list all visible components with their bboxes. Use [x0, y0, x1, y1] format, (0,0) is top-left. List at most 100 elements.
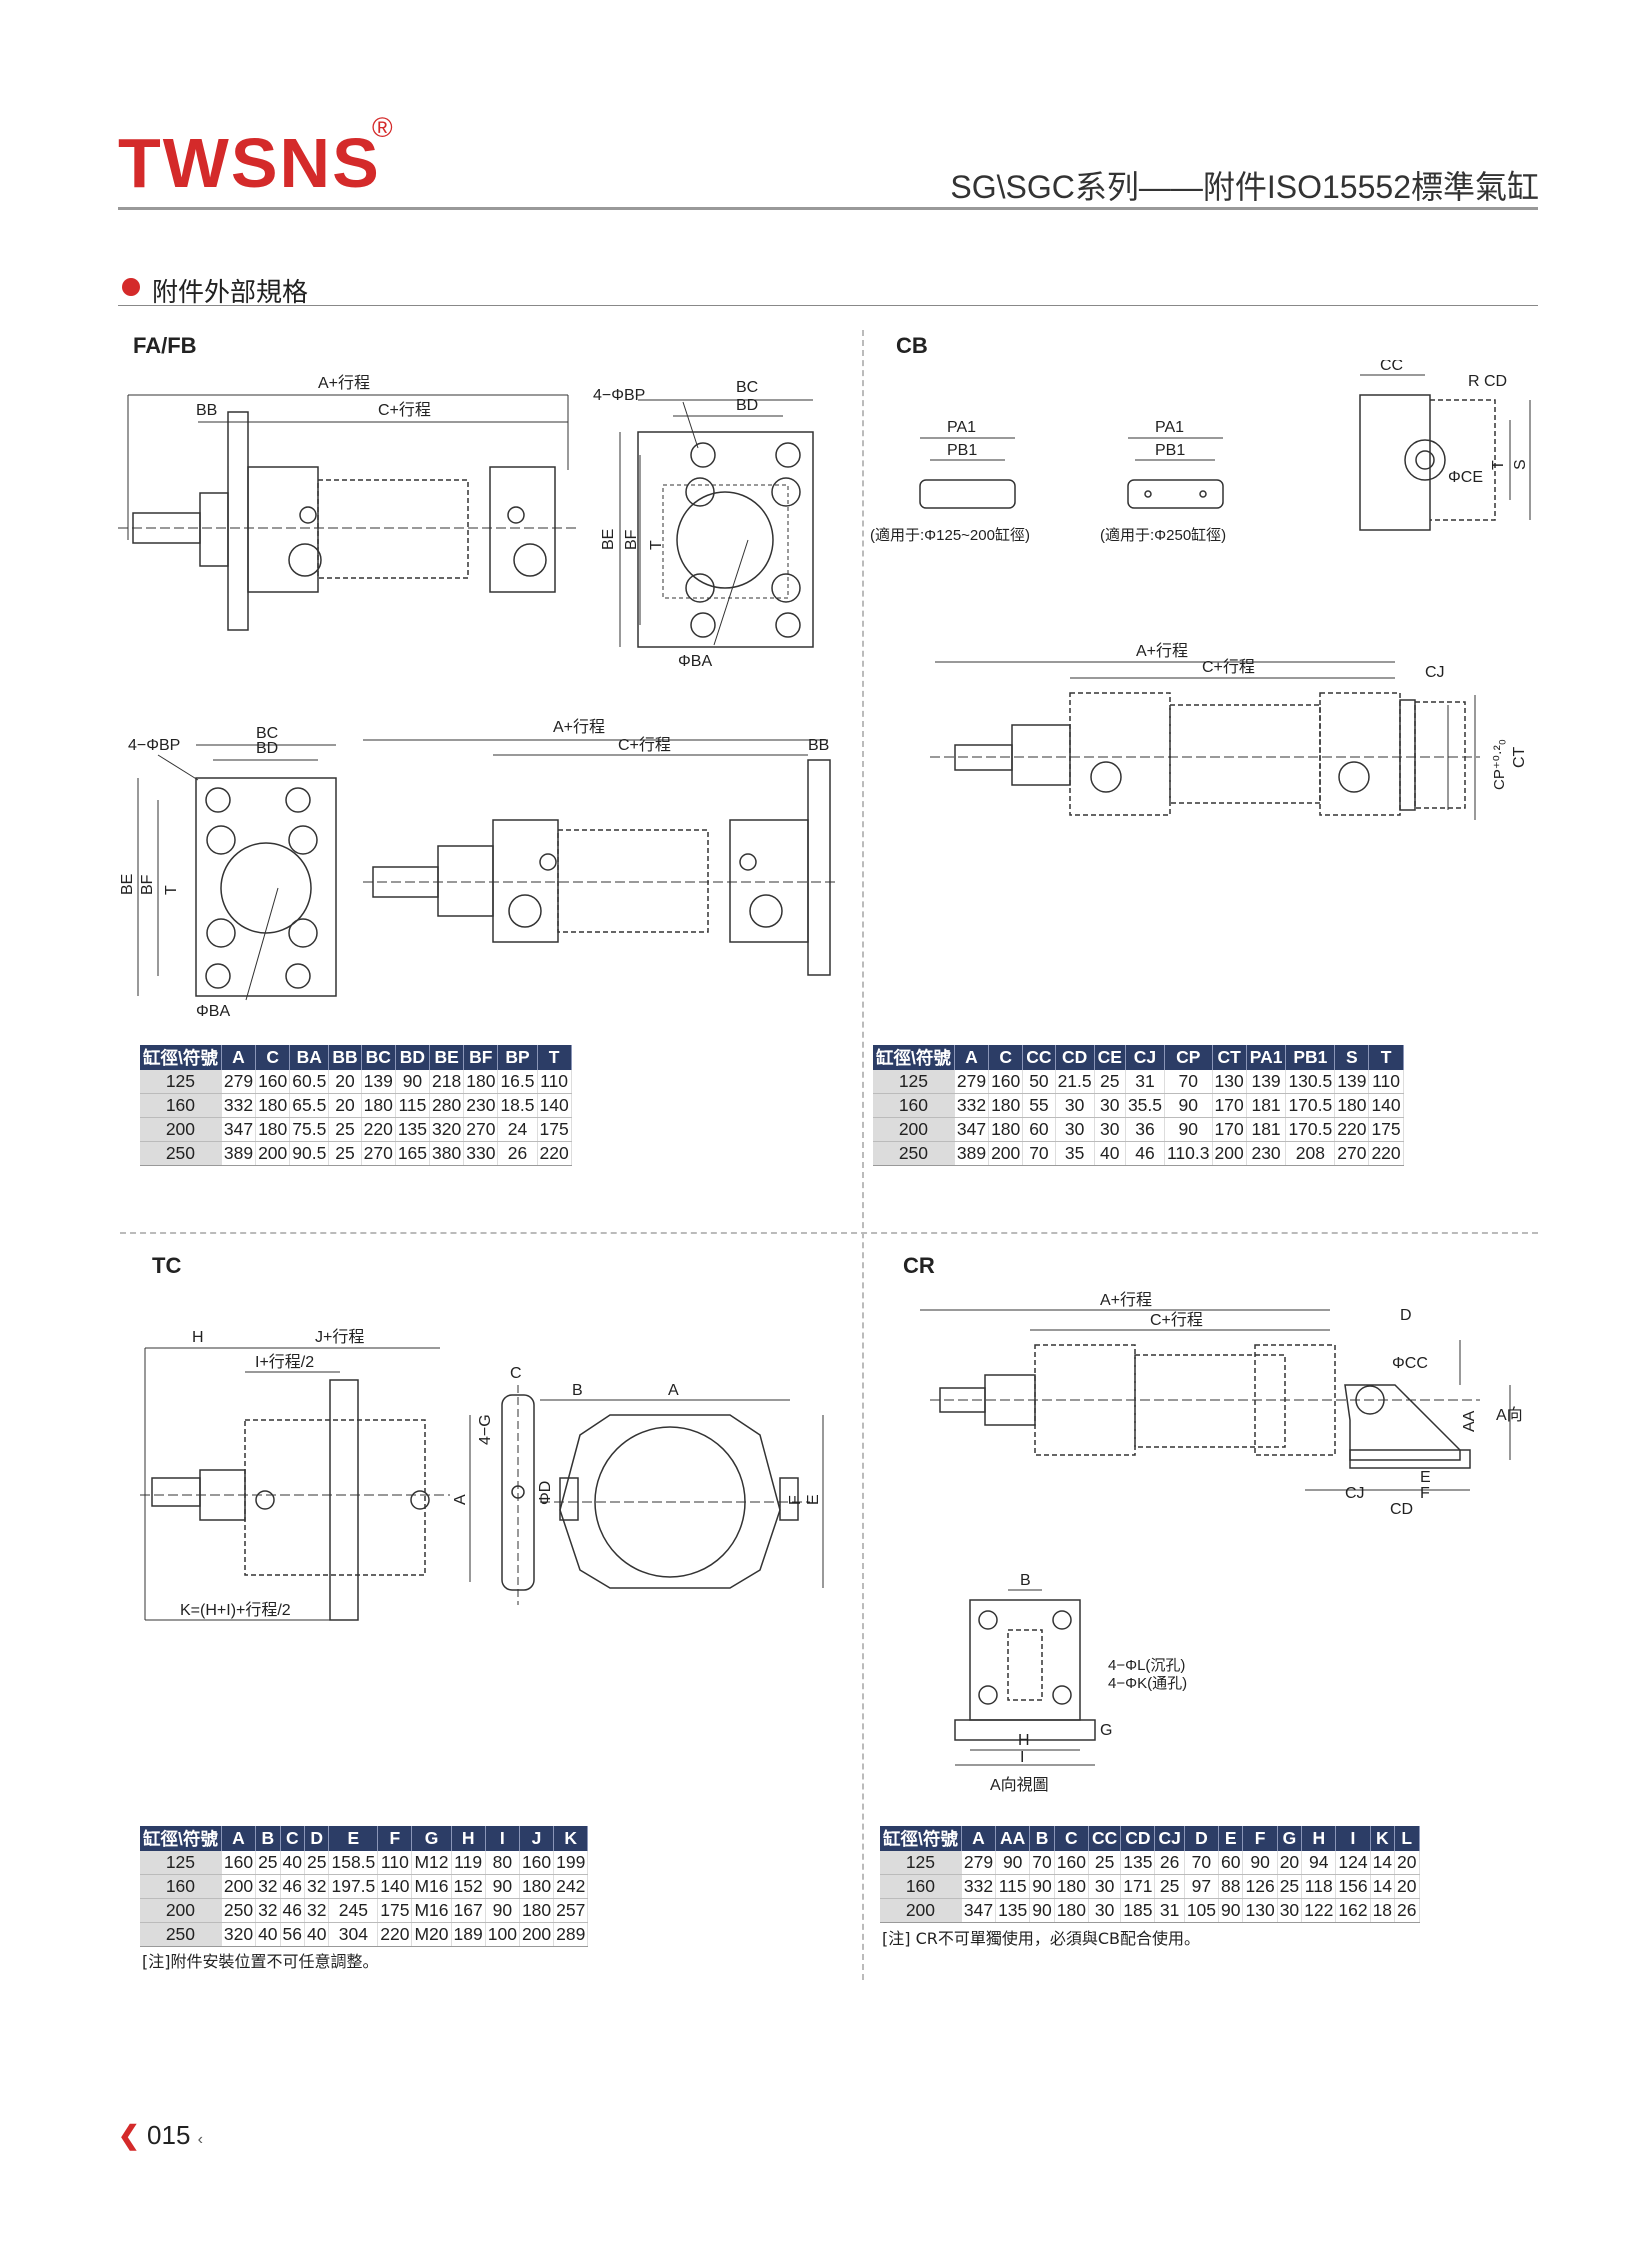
tc-header-cell: I: [485, 1826, 520, 1851]
fafb-cell: 160: [255, 1070, 291, 1094]
tc-cell: 125: [140, 1851, 222, 1875]
cr-header-cell: G: [1277, 1826, 1303, 1851]
fafb-header-cell: A: [221, 1045, 257, 1070]
fafb-cell: 60.5: [289, 1070, 330, 1094]
fafb-cell: 25: [328, 1117, 362, 1142]
cb-cell: 90: [1164, 1117, 1213, 1142]
tc-header-cell: J: [519, 1826, 555, 1851]
fafb-cell: 180: [361, 1093, 396, 1118]
tc-cell: 152: [451, 1874, 486, 1899]
tc-header-cell: A: [221, 1826, 257, 1851]
cb-rcd-label: R CD: [1468, 373, 1507, 390]
cr-b-label: B: [1020, 1572, 1031, 1589]
fafb-bp-label: 4−ΦBP: [593, 387, 645, 404]
tc-cell: 32: [255, 1898, 281, 1923]
cb-cj-label: CJ: [1425, 664, 1445, 681]
tc-cell: 199: [553, 1851, 589, 1875]
cr-cell: 20: [1394, 1874, 1420, 1899]
cr-header-cell: K: [1370, 1826, 1396, 1851]
registered-mark: ®: [372, 112, 393, 143]
cb-cell: 200: [873, 1117, 955, 1142]
cb-cell: 35: [1055, 1141, 1095, 1166]
cb-cell: 200: [988, 1141, 1024, 1166]
fafb-cell: 389: [221, 1141, 257, 1166]
cr-cell: 25: [1154, 1874, 1185, 1899]
page-number: ❮ 015 ‹: [118, 2120, 203, 2151]
cr-cell: 30: [1088, 1874, 1122, 1899]
fafb-ba-label-2: ΦBA: [196, 1003, 230, 1020]
brand-logo: TWSNS: [118, 124, 381, 202]
tc-cell: 46: [280, 1874, 306, 1899]
tc-header-cell: D: [304, 1826, 330, 1851]
fafb-cell: 135: [395, 1117, 431, 1142]
cr-a-view-label: A向視圖: [990, 1776, 1049, 1794]
cr-header-cell: 缸徑\符號: [880, 1826, 962, 1851]
chevron-left-icon: ❮: [118, 2120, 140, 2150]
fafb-header-cell: 缸徑\符號: [140, 1045, 222, 1070]
fafb-cell: 18.5: [497, 1093, 538, 1118]
cr-cell: 180: [1054, 1874, 1089, 1899]
fafb-c-stroke-label-2: C+行程: [618, 736, 671, 754]
cr-cell: 125: [880, 1851, 962, 1875]
tc-h-label: H: [192, 1329, 204, 1346]
cr-cell: 156: [1335, 1874, 1371, 1899]
cb-cell: 200: [1212, 1141, 1247, 1166]
cb-cell: 140: [1368, 1093, 1404, 1118]
cb-header-cell: C: [988, 1045, 1024, 1070]
cr-cell: 90: [1029, 1874, 1055, 1899]
fafb-cell: 175: [537, 1117, 572, 1142]
tc-cell: 220: [377, 1922, 413, 1947]
fafb-header-cell: BB: [328, 1045, 362, 1070]
cb-header-cell: A: [954, 1045, 990, 1070]
tc-header-cell: 缸徑\符號: [140, 1826, 222, 1851]
tc-cell: 40: [304, 1922, 330, 1947]
cr-d-label: D: [1400, 1307, 1412, 1324]
fafb-bb-label-2: BB: [808, 737, 829, 754]
cr-header-cell: CC: [1088, 1826, 1122, 1851]
tc-cell: 189: [451, 1922, 486, 1947]
cr-g-label: G: [1100, 1722, 1112, 1739]
cr-cell: 70: [1029, 1851, 1055, 1875]
cr-cell: 279: [961, 1851, 997, 1875]
tc-cell: 160: [140, 1874, 222, 1899]
cr-cc-label: ΦCC: [1392, 1355, 1428, 1372]
tc-cell: M16: [411, 1874, 452, 1899]
tc-header-cell: E: [328, 1826, 379, 1851]
fafb-bb-label: BB: [196, 402, 217, 419]
cr-header-cell: C: [1054, 1826, 1089, 1851]
cr-cd-label: CD: [1390, 1501, 1413, 1518]
horizontal-divider: [120, 1232, 1538, 1234]
fafb-header-cell: BC: [361, 1045, 396, 1070]
cr-cell: 332: [961, 1874, 997, 1899]
cb-cell: 50: [1022, 1070, 1056, 1094]
section-rule: [118, 305, 1538, 306]
fafb-cell: 140: [537, 1093, 572, 1118]
section-title: 附件外部規格: [152, 278, 309, 308]
cb-cell: 25: [1094, 1070, 1126, 1094]
cr-cj-label: CJ: [1345, 1485, 1365, 1502]
cb-cell: 208: [1285, 1141, 1336, 1166]
cr-header-cell: E: [1218, 1826, 1244, 1851]
cb-cell: 181: [1246, 1093, 1287, 1118]
page-number-text: 015: [147, 2120, 191, 2150]
cb-cell: 30: [1055, 1117, 1095, 1142]
fafb-cell: 125: [140, 1070, 222, 1094]
fafb-bc-label-2: BC: [256, 725, 278, 742]
fafb-cell: 220: [537, 1141, 572, 1166]
fafb-cell: 90.5: [289, 1141, 330, 1166]
cr-cell: 90: [1242, 1851, 1278, 1875]
cb-pa1-label: PA1: [947, 419, 976, 436]
cb-cell: 125: [873, 1070, 955, 1094]
cb-cell: 170.5: [1285, 1093, 1336, 1118]
cr-cell: 200: [880, 1898, 962, 1923]
cb-pa1-label-2: PA1: [1155, 419, 1184, 436]
cr-c-stroke-label: C+行程: [1150, 1311, 1203, 1329]
tc-d-label: ΦD: [537, 1481, 554, 1505]
cr-cell: 135: [995, 1898, 1031, 1923]
tc-cell: 180: [519, 1898, 555, 1923]
